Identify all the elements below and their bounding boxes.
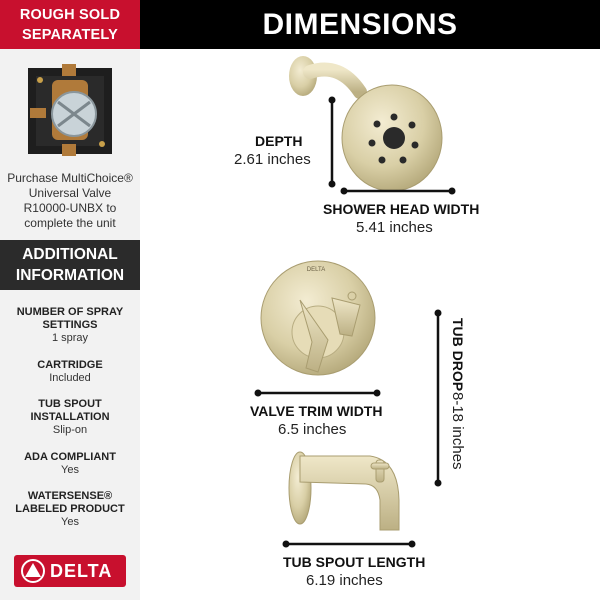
trim-brand-mark: DELTA (307, 267, 325, 273)
spec-label: INSTALLATION (30, 411, 110, 423)
purchase-valve-note: Purchase MultiChoice® Universal Valve R1… (4, 171, 136, 231)
additional-banner-line1: ADDITIONAL (22, 246, 118, 263)
spec-label: LABELED PRODUCT (15, 503, 125, 515)
spec-label: ADA COMPLIANT (24, 451, 116, 463)
spec-spray-settings: NUMBER OF SPRAY SETTINGS 1 spray (0, 306, 140, 345)
spec-label: TUB SPOUT (38, 398, 102, 410)
additional-information-banner: ADDITIONAL INFORMATION (0, 240, 140, 290)
spec-tub-spout-installation: TUB SPOUT INSTALLATION Slip-on (0, 398, 140, 437)
spec-value: Slip-on (52, 424, 88, 436)
depth-dimension-line (328, 96, 336, 188)
spec-label: WATERSENSE® (27, 490, 113, 502)
rough-sold-separately-banner: ROUGH SOLD SEPARATELY (0, 0, 140, 49)
depth-label: DEPTH (255, 133, 303, 149)
spec-label: CARTRIDGE (37, 359, 103, 371)
delta-logo: DELTA (14, 555, 126, 587)
tub-spout-length-value: 6.19 inches (306, 572, 383, 589)
spec-label: SETTINGS (42, 319, 98, 331)
spec-value: Yes (61, 464, 79, 476)
shower-head-width-value: 5.41 inches (356, 219, 433, 236)
tub-drop-dimension-line (434, 309, 442, 487)
tub-spout-image (288, 451, 400, 531)
tub-drop-value: 8-18 inches (449, 392, 466, 470)
valve-trim-image: DELTA (260, 260, 376, 376)
tub-spout-length-label: TUB SPOUT LENGTH (283, 554, 426, 570)
spec-value: 1 spray (51, 332, 89, 344)
shower-head-width-line (340, 187, 456, 195)
shower-head-image (289, 56, 443, 192)
spec-value: Included (49, 372, 91, 384)
delta-triangle-icon (21, 559, 45, 583)
valve-trim-width-value: 6.5 inches (278, 421, 347, 438)
purchase-line4: complete the unit (24, 216, 116, 230)
valve-trim-width-label: VALVE TRIM WIDTH (250, 403, 383, 419)
spec-cartridge: CARTRIDGE Included (0, 359, 140, 385)
tub-drop-label: TUB DROP (450, 318, 466, 391)
rough-banner-line2: SEPARATELY (21, 26, 118, 43)
tub-spout-length-line (282, 540, 416, 548)
page-title: DIMENSIONS (262, 7, 458, 41)
spec-watersense: WATERSENSE® LABELED PRODUCT Yes (0, 490, 140, 529)
spec-label: NUMBER OF SPRAY (16, 306, 124, 318)
depth-value: 2.61 inches (234, 151, 311, 168)
shower-head-width-label: SHOWER HEAD WIDTH (323, 201, 480, 217)
purchase-line3: R10000-UNBX to (23, 201, 117, 215)
purchase-line2: Universal Valve (28, 186, 112, 200)
tub-drop-label-group: TUB DROP 8-18 inches (449, 318, 466, 470)
valve-trim-width-line (254, 389, 381, 397)
dimensions-header: DIMENSIONS (140, 0, 600, 49)
additional-banner-line2: INFORMATION (15, 267, 125, 284)
universal-valve-image (22, 62, 118, 160)
purchase-line1: Purchase MultiChoice® (7, 171, 133, 185)
delta-logo-text: DELTA (50, 560, 113, 581)
spec-ada-compliant: ADA COMPLIANT Yes (0, 451, 140, 477)
rough-banner-line1: ROUGH SOLD (19, 6, 121, 23)
spec-value: Yes (61, 516, 79, 528)
